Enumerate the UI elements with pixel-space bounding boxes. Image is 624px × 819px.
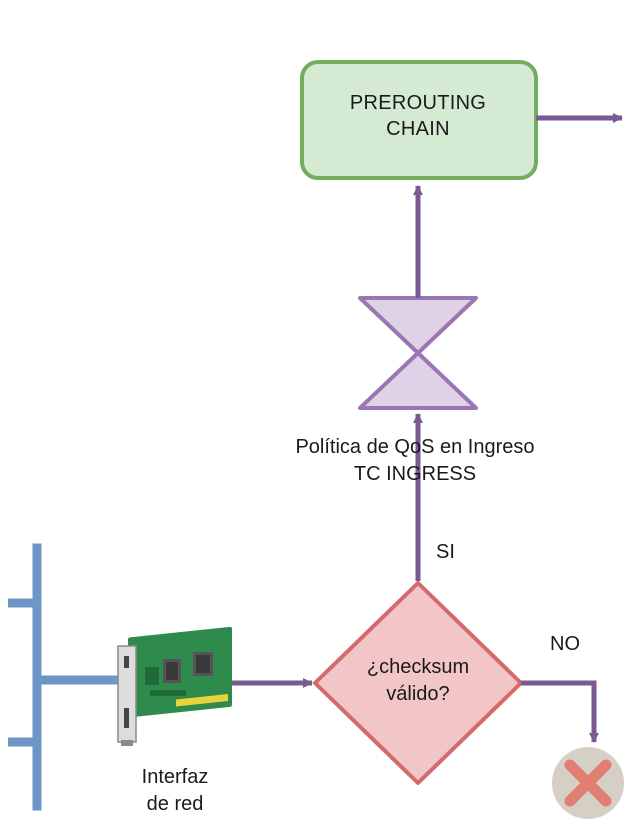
network-bus	[8, 543, 122, 811]
network-interface-label: Interfaz de red	[110, 764, 240, 818]
qos-label-line2: TC INGRESS	[353, 463, 477, 485]
prerouting-chain-label: PREROUTING CHAIN	[300, 90, 536, 142]
network-card-icon	[117, 626, 232, 746]
edge-no	[521, 680, 599, 743]
prerouting-label-line1: PREROUTING	[349, 92, 487, 114]
edge-yes-label: SI	[436, 541, 455, 563]
x-circle-icon	[552, 747, 624, 819]
checksum-label-line2: válido?	[386, 683, 450, 705]
qos-label: Política de QoS en Ingreso TC INGRESS	[240, 434, 590, 488]
checksum-decision-label: ¿checksum válido?	[330, 654, 506, 708]
nic-label-line1: Interfaz	[141, 766, 209, 788]
qos-hourglass-node	[358, 296, 478, 410]
checksum-label-line1: ¿checksum	[366, 656, 470, 678]
prerouting-label-line2: CHAIN	[386, 118, 450, 140]
edge-no-label: NO	[550, 633, 580, 655]
checksum-decision	[313, 581, 523, 785]
nic-label-line2: de red	[146, 793, 204, 815]
qos-label-line1: Política de QoS en Ingreso	[295, 436, 535, 458]
